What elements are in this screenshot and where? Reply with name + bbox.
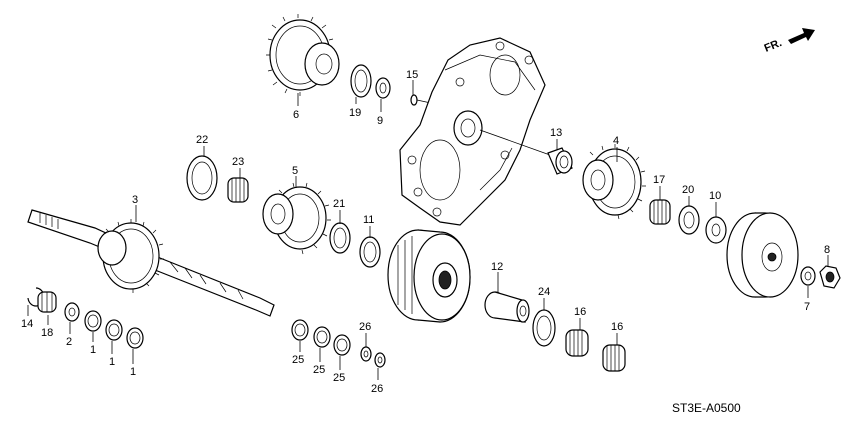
part-1-shim-b — [105, 319, 123, 341]
fr-label: FR. — [763, 37, 784, 55]
callout-21: 21 — [333, 198, 345, 210]
part-4-gear — [582, 144, 646, 220]
callout-13: 13 — [550, 127, 562, 139]
part-2-washer — [64, 302, 80, 322]
callout-1-b: 1 — [109, 356, 115, 368]
callout-25-c: 25 — [333, 372, 345, 384]
callout-1-c: 1 — [130, 366, 136, 378]
part-24-bearing — [532, 309, 556, 347]
callout-2: 2 — [66, 336, 72, 348]
callout-14: 14 — [21, 318, 33, 330]
callout-25-b: 25 — [313, 364, 325, 376]
clutch-drum-center — [387, 229, 471, 323]
front-arrow-icon — [788, 28, 815, 44]
part-20-bearing — [678, 205, 700, 235]
part-7-washer — [800, 266, 816, 286]
part-21-bearing — [329, 222, 351, 254]
diagram-code: ST3E-A0500 — [672, 401, 741, 415]
callout-10: 10 — [709, 190, 721, 202]
callout-3: 3 — [132, 194, 138, 206]
part-18-needle-bearing — [37, 291, 57, 313]
callout-25-a: 25 — [292, 354, 304, 366]
front-direction-indicator: FR. — [763, 28, 815, 55]
callout-20: 20 — [682, 184, 694, 196]
part-17-needle-bearing — [649, 199, 671, 225]
callout-6: 6 — [293, 109, 299, 121]
part-1-shim-a — [84, 310, 102, 332]
part-25-washer-c — [333, 334, 351, 356]
callout-17: 17 — [653, 174, 665, 186]
part-16-needle-bearing-b — [602, 344, 626, 372]
part-8-locknut — [819, 265, 841, 289]
callout-4: 4 — [613, 135, 619, 147]
part-22-bearing — [186, 155, 218, 201]
part-6-gear — [266, 14, 340, 96]
callout-18: 18 — [41, 327, 53, 339]
part-25-washer-a — [291, 319, 309, 341]
callout-11: 11 — [363, 214, 374, 226]
callout-labels: 6 19 9 15 13 4 22 23 5 21 11 3 17 20 10 … — [21, 69, 830, 395]
part-3-mainshaft — [27, 209, 275, 317]
callout-23: 23 — [232, 156, 244, 168]
part-25-washer-b — [313, 326, 331, 348]
part-12-hub — [484, 291, 530, 323]
callout-16-b: 16 — [611, 321, 623, 333]
callout-5: 5 — [292, 165, 298, 177]
part-16-needle-bearing-a — [565, 329, 589, 357]
part-10-washer — [705, 216, 727, 244]
callout-24: 24 — [538, 286, 550, 298]
callout-19: 19 — [349, 107, 361, 119]
callout-26-a: 26 — [359, 321, 371, 333]
clutch-drum-right — [726, 212, 799, 298]
callout-1-a: 1 — [90, 344, 96, 356]
callout-7: 7 — [804, 301, 810, 313]
callout-9: 9 — [377, 115, 383, 127]
transmission-housing-cover — [399, 37, 546, 226]
callout-26-b: 26 — [371, 383, 383, 395]
part-19-thrust-bearing — [350, 64, 372, 98]
part-23-needle-bearing — [227, 177, 249, 203]
callout-8: 8 — [824, 244, 830, 256]
callout-15: 15 — [406, 69, 418, 81]
callout-16-a: 16 — [574, 306, 586, 318]
part-13-collar — [547, 147, 573, 175]
part-9-washer — [375, 77, 391, 99]
part-5-gear — [262, 182, 331, 255]
part-26-washer-a — [360, 346, 372, 362]
part-26-washer-b — [374, 352, 386, 368]
part-1-shim-c — [126, 327, 144, 349]
callout-12: 12 — [491, 261, 503, 273]
callout-22: 22 — [196, 134, 208, 146]
part-11-washer — [359, 236, 381, 268]
